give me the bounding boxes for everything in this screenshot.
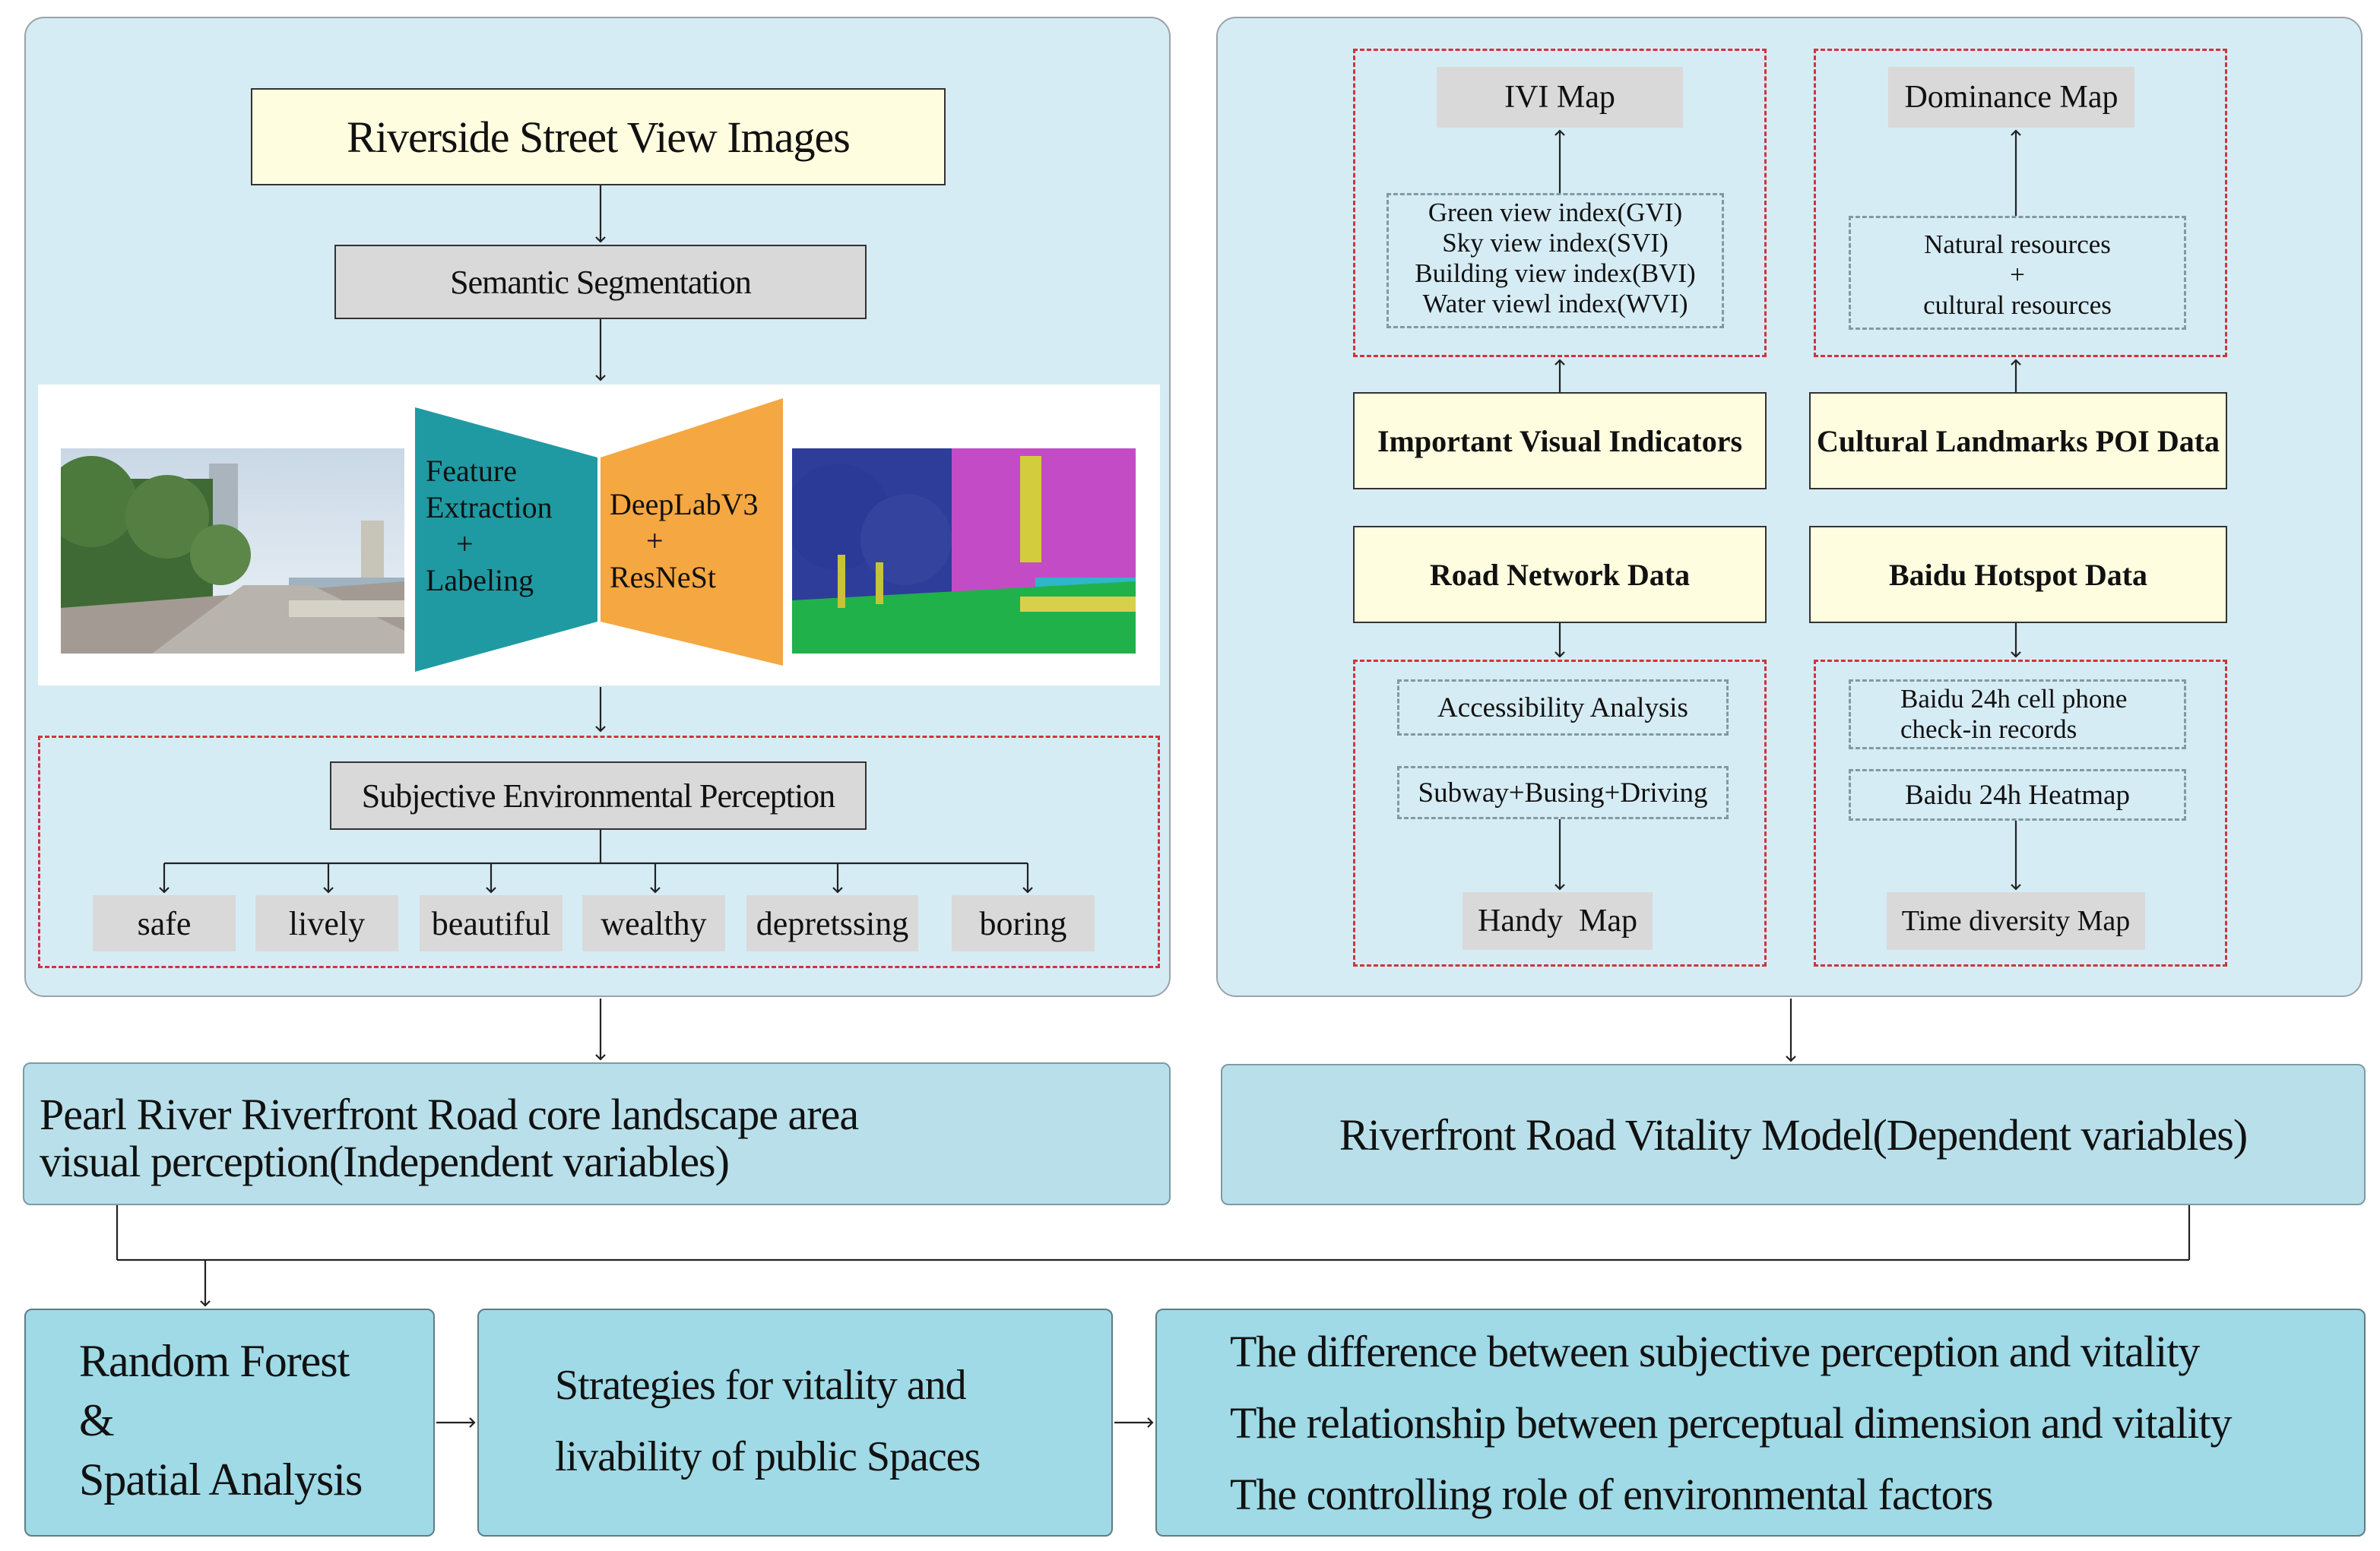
perception-depretssing: depretssing [746, 895, 918, 951]
perception-lively: lively [255, 895, 398, 951]
indices-box [1386, 193, 1724, 328]
resources-list: Natural resources + cultural resources [1923, 229, 2112, 320]
outcome-controlling-role: The controlling role of environmental fa… [1230, 1470, 1993, 1519]
outcomes-box: The difference between subjective percep… [1155, 1309, 2366, 1537]
perception-safe: safe [93, 895, 236, 951]
perception-beautiful: beautiful [420, 895, 563, 951]
baidu-hotspot-box: Baidu Hotspot Data [1809, 526, 2227, 623]
riverside-street-photo [61, 448, 404, 654]
dominance-map-box: Dominance Map [1888, 67, 2134, 128]
segmented-street-image [792, 448, 1136, 654]
transport-modes-box: Subway+Busing+Driving [1397, 766, 1729, 819]
dependent-variables-box: Riverfront Road Vitality Model(Dependent… [1221, 1064, 2366, 1205]
perception-title-box: Subjective Environmental Perception [330, 761, 867, 830]
random-forest-box: Random Forest & Spatial Analysis [24, 1309, 435, 1537]
checkin-box [1849, 679, 2186, 749]
perception-boring: boring [952, 895, 1095, 951]
landmarks-poi-box: Cultural Landmarks POI Data [1809, 392, 2227, 489]
accessibility-analysis-box: Accessibility Analysis [1397, 679, 1729, 736]
outcome-relationship: The relationship between perceptual dime… [1230, 1398, 2232, 1448]
road-network-box: Road Network Data [1353, 526, 1767, 623]
ivi-group [1353, 49, 1767, 357]
accessibility-group [1353, 660, 1767, 967]
perception-group [38, 736, 1160, 968]
checkin-text: Baidu 24h cell phone check-in records [1900, 684, 2128, 744]
semantic-segmentation-box: Semantic Segmentation [334, 245, 867, 319]
right-panel [1216, 17, 2363, 997]
handy-map-box: Handy Map [1463, 892, 1653, 950]
dominance-group [1814, 49, 2227, 357]
visual-indicators-box: Important Visual Indicators [1353, 392, 1767, 489]
outcome-difference: The difference between subjective percep… [1230, 1327, 2200, 1376]
hotspot-group [1814, 660, 2227, 967]
street-view-title: Riverside Street View Images [251, 88, 946, 185]
independent-variables-box: Pearl River Riverfront Road core landsca… [23, 1062, 1171, 1205]
ivi-map-box: IVI Map [1437, 67, 1683, 128]
indices-list: Green view index(GVI) Sky view index(SVI… [1415, 198, 1696, 318]
heatmap-box: Baidu 24h Heatmap [1849, 769, 2186, 821]
feature-extraction-label: Feature Extraction + Labeling [426, 454, 553, 597]
deeplab-model-label: DeepLabV3 + ResNeSt [610, 487, 759, 594]
time-diversity-map-box: Time diversity Map [1887, 892, 2145, 950]
strategies-box: Strategies for vitality and livability o… [477, 1309, 1113, 1537]
perception-wealthy: wealthy [582, 895, 725, 951]
resources-box [1849, 216, 2186, 330]
